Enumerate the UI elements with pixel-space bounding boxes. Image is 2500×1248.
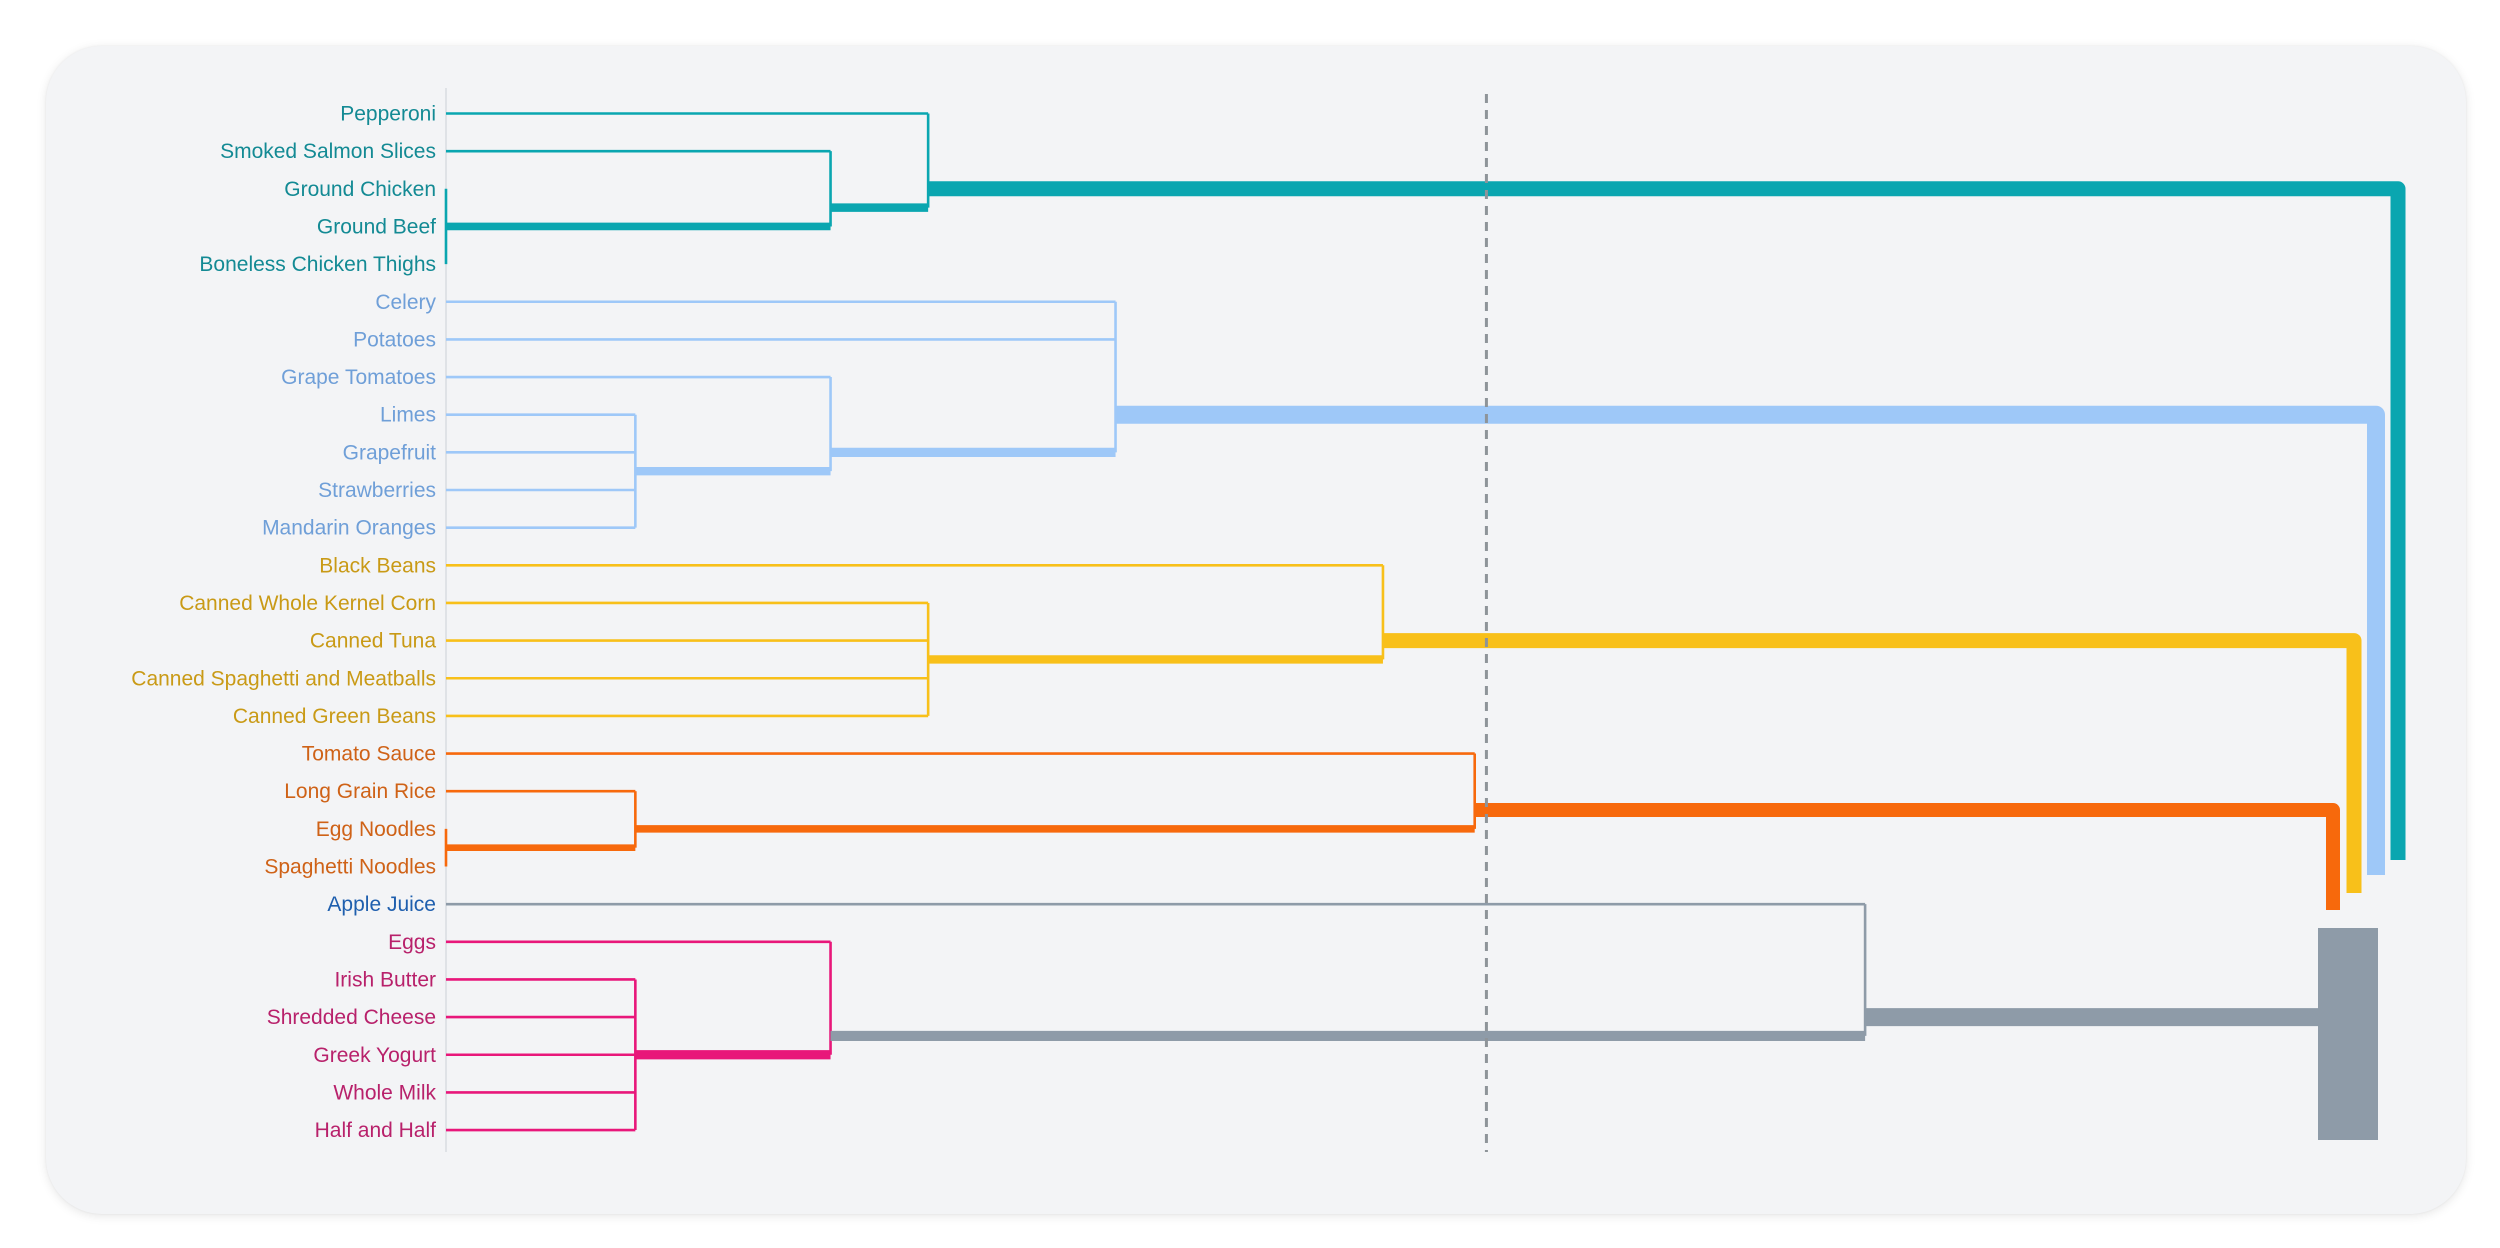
dendrogram-links xyxy=(444,112,2406,1140)
leaf-label: Canned Spaghetti and Meatballs xyxy=(131,667,436,690)
leaf-label: Half and Half xyxy=(315,1119,437,1142)
leaf-label: Grapefruit xyxy=(343,441,437,464)
cluster-trunk xyxy=(1382,633,2362,893)
cluster-trunk xyxy=(1865,1008,2347,1027)
leaf-label: Potatoes xyxy=(353,328,436,351)
leaf-label: Smoked Salmon Slices xyxy=(220,140,436,163)
leaf-label: Egg Noodles xyxy=(316,818,436,841)
leaf-label: Canned Green Beans xyxy=(233,705,436,728)
leaf-label: Mandarin Oranges xyxy=(262,517,436,540)
leaf-label: Canned Whole Kernel Corn xyxy=(179,592,436,615)
leaf-label: Black Beans xyxy=(319,554,436,577)
cluster-trunk xyxy=(928,181,2406,860)
leaf-label: Spaghetti Noodles xyxy=(264,856,436,879)
leaf-label: Apple Juice xyxy=(327,893,436,916)
leaf-label: Greek Yogurt xyxy=(313,1044,436,1067)
leaf-label: Grape Tomatoes xyxy=(281,366,436,389)
leaf-label: Ground Chicken xyxy=(284,178,436,201)
cluster-trunk xyxy=(1474,803,2340,910)
leaf-label: Ground Beef xyxy=(317,215,436,238)
cluster-trunk xyxy=(1115,405,2385,875)
leaf-label: Boneless Chicken Thighs xyxy=(199,253,436,276)
leaf-label: Tomato Sauce xyxy=(302,743,436,766)
leaf-label: Shredded Cheese xyxy=(267,1006,436,1029)
leaf-label: Irish Butter xyxy=(334,968,436,991)
leaf-label: Celery xyxy=(375,291,436,314)
leaf-label: Strawberries xyxy=(318,479,436,502)
leaf-label: Pepperoni xyxy=(340,103,436,126)
leaf-label: Whole Milk xyxy=(333,1081,436,1104)
leaf-label: Limes xyxy=(380,404,436,427)
leaf-label: Canned Tuna xyxy=(310,630,436,653)
leaf-label: Long Grain Rice xyxy=(284,780,436,803)
leaf-label: Eggs xyxy=(388,931,436,954)
